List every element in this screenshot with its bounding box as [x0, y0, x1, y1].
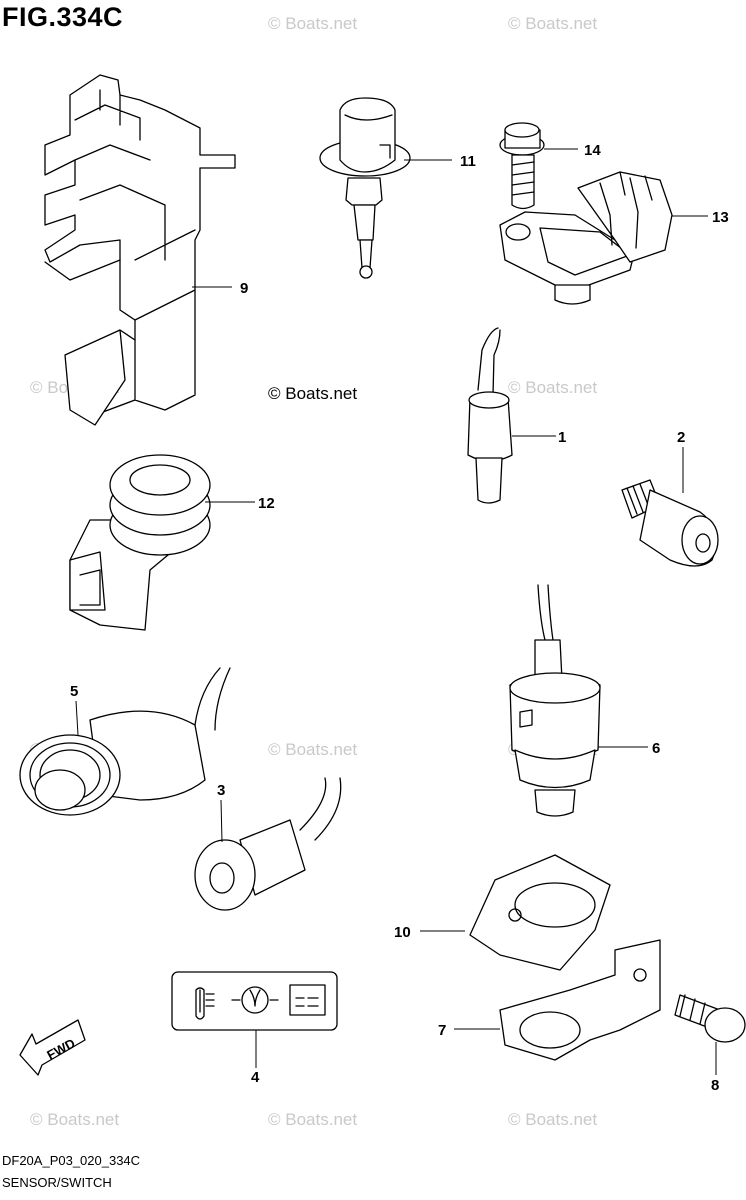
callout-8: 8: [711, 1077, 719, 1094]
part-14-bolt: [499, 122, 545, 210]
part-9-bracket: [44, 74, 236, 426]
watermark: © Boats.net: [268, 740, 358, 759]
watermark-center: © Boats.net: [268, 384, 358, 403]
part-8-bolt: [674, 994, 746, 1043]
callout-12: 12: [258, 495, 275, 512]
watermark: © Boats.net: [30, 1110, 120, 1129]
part-3-sensor: [194, 777, 342, 911]
part-1-sensor: [467, 327, 513, 504]
watermark: © Boats.net: [268, 14, 358, 33]
callouts: 1 2 3 4 5 6 7 8 9 10 11 12 13 14: [70, 142, 729, 1094]
callout-1: 1: [558, 429, 566, 446]
callout-3: 3: [217, 782, 225, 799]
watermark: © Boats.net: [508, 14, 598, 33]
part-6-pressure-switch: [509, 584, 601, 817]
part-5-switch: [19, 667, 231, 816]
callout-10: 10: [394, 924, 411, 941]
callout-6: 6: [652, 740, 660, 757]
figure-title: FIG.334C: [2, 2, 124, 32]
callout-7: 7: [438, 1022, 446, 1039]
watermark: © Boats.net: [268, 1110, 358, 1129]
part-10-gasket: [469, 854, 611, 971]
part-2-knock-sensor: [621, 479, 719, 567]
leader-lines: [75, 148, 717, 1075]
callout-4: 4: [251, 1069, 260, 1086]
part-4-label: [171, 971, 338, 1031]
figure-caption: SENSOR/SWITCH: [2, 1175, 112, 1190]
callout-5: 5: [70, 683, 78, 700]
part-12-grommet: [69, 454, 211, 631]
callout-14: 14: [584, 142, 601, 159]
part-13-map-sensor: [499, 171, 673, 305]
callout-11: 11: [460, 153, 476, 170]
watermark: © Boats.net: [508, 378, 598, 397]
callout-9: 9: [240, 280, 248, 297]
fwd-arrow-icon: FWD: [19, 1019, 86, 1076]
callout-13: 13: [712, 209, 729, 226]
callout-2: 2: [677, 429, 685, 446]
figure-code: DF20A_P03_020_334C: [2, 1153, 141, 1168]
part-11-sensor: [319, 97, 411, 279]
part-7-bracket: [499, 939, 661, 1061]
watermark: © Boats.net: [508, 1110, 598, 1129]
